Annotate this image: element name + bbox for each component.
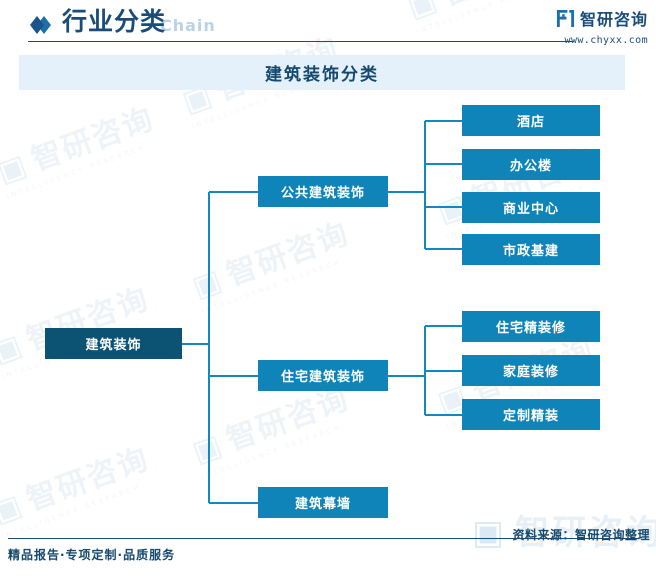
tree-node-label: 家庭装修	[502, 365, 559, 380]
footer-slogan: 精品报告·专项定制·品质服务	[8, 548, 176, 562]
tree-leaf-office[interactable]: 办公楼	[462, 149, 600, 180]
tree-node-label: 办公楼	[509, 159, 552, 174]
tree-node-label: 酒店	[516, 115, 545, 130]
tree-leaf-municipal-infrastructure[interactable]: 市政基建	[462, 234, 600, 265]
tree-node-branch-curtainwall[interactable]: 建筑幕墙	[258, 487, 388, 518]
tree-leaf-residential-fitout[interactable]: 住宅精装修	[462, 311, 600, 342]
page-header: Chain 行业分类 智研咨询 www.chyxx.com	[0, 0, 656, 48]
brand-block: 智研咨询 www.chyxx.com	[555, 6, 648, 46]
tree-node-label: 商业中心	[502, 202, 559, 217]
footer-divider	[8, 538, 638, 539]
tree-node-root[interactable]: 建筑装饰	[45, 328, 182, 359]
header-subtitle: Chain	[160, 16, 216, 35]
tree-leaf-custom-fitout[interactable]: 定制精装	[462, 399, 600, 430]
tree-leaf-commercial-center[interactable]: 商业中心	[462, 192, 600, 223]
tree-leaf-hotel[interactable]: 酒店	[462, 105, 600, 136]
tree-node-branch-public[interactable]: 公共建筑装饰	[258, 176, 388, 207]
footer-source: 资料来源：智研咨询整理	[512, 528, 650, 542]
brand-name: 智研咨询	[579, 10, 648, 29]
tree-node-label: 建筑幕墙	[294, 497, 351, 512]
tree-node-label: 定制精装	[502, 409, 559, 424]
brand-url: www.chyxx.com	[564, 35, 648, 46]
tree-node-branch-residential[interactable]: 住宅建筑装饰	[258, 360, 388, 391]
header-divider	[28, 41, 574, 42]
tree-node-label: 建筑装饰	[85, 338, 142, 353]
tree-node-label: 公共建筑装饰	[280, 186, 365, 201]
tree-node-label: 市政基建	[502, 244, 559, 259]
page-footer: 精品报告·专项定制·品质服务 资料来源：智研咨询整理	[0, 528, 656, 576]
classification-tree: 建筑装饰 公共建筑装饰 住宅建筑装饰 建筑幕墙 酒店 办公楼 商业中心 市政基建…	[0, 95, 656, 530]
tree-node-label: 住宅建筑装饰	[280, 370, 365, 385]
page-title: 行业分类	[62, 7, 167, 36]
tree-node-label: 住宅精装修	[495, 321, 566, 336]
diamond-icon	[30, 16, 51, 34]
tree-connectors	[182, 119, 462, 505]
brand-logo-icon	[555, 8, 575, 28]
chart-title-banner: 建筑装饰分类	[19, 55, 625, 90]
tree-leaf-home-decoration[interactable]: 家庭装修	[462, 355, 600, 386]
chart-title: 建筑装饰分类	[265, 65, 379, 85]
